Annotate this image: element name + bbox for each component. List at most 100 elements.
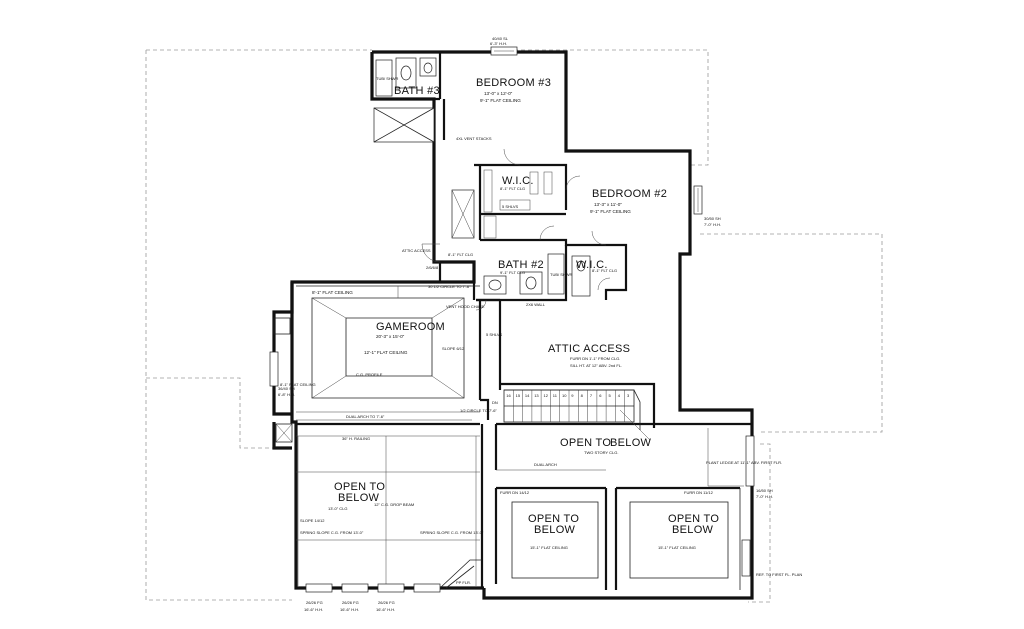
attic-access-note1: FURR DN 1'-1" FROM CLG. <box>570 356 620 361</box>
stair-number: 15 <box>516 393 521 398</box>
open-main-name: OPEN TO <box>560 437 611 449</box>
cg-drop-note: 12" C.G. DROP BEAM <box>374 502 414 507</box>
bath2-ceiling: 9'-1" FLT CLG <box>500 270 525 275</box>
interior-walls <box>296 52 752 590</box>
open-main-name2: BELOW <box>610 437 652 449</box>
wall-2x6-note: 2X6 WALL <box>526 302 546 307</box>
wic1-shelving <box>483 169 553 239</box>
stair-number: 3 <box>627 393 630 398</box>
open-left-name: OPEN TO <box>334 481 385 493</box>
stair-number: 4 <box>618 393 621 398</box>
spring-slope-note2: SPRING SLOPE C.G. FROM 13'-0" <box>420 530 484 535</box>
bath3-door: 2/6/6/8 <box>414 96 427 101</box>
bath3-name: BATH #3 <box>394 85 440 97</box>
gameroom-dims: 20'-3" x 15'-0" <box>376 334 405 339</box>
bottom-window-hh-2: 16'-6" H.H. <box>340 607 359 612</box>
spring-slope-note: SPRING SLOPE C.G. FROM 13'-0" <box>300 530 364 535</box>
open-left-name2: BELOW <box>338 492 380 504</box>
open-left-grid <box>296 435 482 589</box>
gameroom-profile: C.G. PROFILE <box>356 372 383 377</box>
bedroom2-ceiling: 9'-1" FLAT CEILING <box>590 209 631 214</box>
top-window-label: 40/40 SL <box>492 36 509 41</box>
stair-number: 11 <box>553 393 558 398</box>
roof-outline-dashed <box>145 49 883 603</box>
open-right-name2: BELOW <box>672 524 714 536</box>
wic1-shelves: 5 SHLVS <box>502 204 518 209</box>
right-window-hh: 7'-0" H.H. <box>704 222 721 227</box>
bedroom2-name: BEDROOM #2 <box>592 188 667 200</box>
bottom-window-hh-1: 16'-6" H.H. <box>304 607 323 612</box>
open-mid-ceiling: 15'-1" FLAT CEILING <box>530 545 568 550</box>
open-left-slope: SLOPE 14/12 <box>300 518 325 523</box>
top-window-hh: 6'-3" H.H. <box>490 41 507 46</box>
right-window2-hh: 7'-0" H.H. <box>756 494 773 499</box>
bath3-ceiling: 9'-1" FLT CLG <box>396 96 421 101</box>
bedroom3-name: BEDROOM #3 <box>476 77 551 89</box>
open-main-ceiling: TWO STORY CLG. <box>584 450 618 455</box>
staircase <box>503 389 651 441</box>
gameroom-vent: VENT HOOD CHASE <box>446 304 485 309</box>
open-mid-name: OPEN TO <box>528 513 579 525</box>
bath2-name: BATH #2 <box>498 259 544 271</box>
stair-number: 8 <box>581 393 584 398</box>
stair-number: 9 <box>571 393 574 398</box>
bedroom3-ceiling: 9'-1" FLAT CEILING <box>480 98 521 103</box>
bedroom3-dims: 13'-0" x 12'-0" <box>484 91 513 96</box>
stair-number: 10 <box>562 393 567 398</box>
dual-arch-note: DUAL ARCH <box>534 462 557 467</box>
plant-ledge-note: PLANT LEDGE AT 11'-1" ABV. FIRST FLR. <box>706 460 782 465</box>
right-window2-label: 16/50 SH <box>756 488 773 493</box>
open-left-ceiling: 13'-0" CLG <box>328 506 348 511</box>
stair-dn-label: DN <box>492 400 498 405</box>
bottom-window-1: 26/26 FG <box>306 600 323 605</box>
furr-dn-note2: FURR DN 11/12 <box>684 490 714 495</box>
open-right-name: OPEN TO <box>668 513 719 525</box>
attic-access-small: ATTIC ACCESS <box>402 248 431 253</box>
clg-8-note: 8'-1" FLT CLG <box>448 252 473 257</box>
pp-flr-note: PP FLR. <box>456 580 471 585</box>
wic1-ceiling: 8'-1" FLT CLG <box>500 186 525 191</box>
circle-note: 30 1/2 CIRCLE TO 7'-6" <box>428 284 471 289</box>
gameroom-ceiling: 12'-1" FLAT CEILING <box>364 350 408 355</box>
attic-access-note2: SILL HT. AT 12" ABV. 2nd FL. <box>570 363 622 368</box>
left-ceiling-note: 8'-1" FLAT CEILING <box>280 382 316 387</box>
vent-stacks-note: 4XL VENT STACKS <box>456 136 492 141</box>
bath2-fixtures <box>483 253 591 297</box>
stair-number: 6 <box>599 393 602 398</box>
furr-dn-note: FURR DN 14/12 <box>500 490 530 495</box>
door-swings <box>421 148 611 311</box>
gameroom-outer-ceiling: 8'-1" FLAT CEILING <box>312 290 353 295</box>
stair-number: 13 <box>534 393 539 398</box>
wic2-name: W.I.C. <box>576 259 608 271</box>
bath3-tub: TUB/ SHWR <box>376 76 399 81</box>
bottom-window-2: 26/26 FG <box>342 600 359 605</box>
bath2-tub: TUB/ SHWR <box>550 272 573 277</box>
gameroom-slope: SLOPE 6/12 <box>442 346 465 351</box>
open-right-ceiling: 15'-1" FLAT CEILING <box>658 545 696 550</box>
right-window-label: 30/50 SH <box>704 216 721 221</box>
open-boxes <box>496 428 744 590</box>
windows <box>269 46 755 593</box>
railing-note: 36" H. RAILING <box>342 436 370 441</box>
wic2-ceiling: 8'-1" FLT CLG <box>592 268 617 273</box>
gameroom-name: GAMEROOM <box>376 321 445 333</box>
left-window-hh: 6'-8" H.H. <box>278 392 295 397</box>
dual-arch-top: DUAL ARCH TO 7'-6" <box>346 414 385 419</box>
left-window-label: 36/40 SH <box>278 386 295 391</box>
bottom-window-3: 26/26 FG <box>378 600 395 605</box>
attic-door: 2/6/6/8 <box>426 265 439 270</box>
stair-number: 7 <box>590 393 593 398</box>
shelves-note: 5 SHLVS <box>486 332 502 337</box>
open-mid-name2: BELOW <box>534 524 576 536</box>
stair-number: 12 <box>544 393 549 398</box>
stair-number: 5 <box>609 393 612 398</box>
wic1-name: W.I.C. <box>502 175 534 187</box>
attic-access-name: ATTIC ACCESS <box>548 343 630 355</box>
stair-number: 14 <box>525 393 530 398</box>
arch-circle-note: 1/2 CIRCLE TO 7'-6" <box>460 408 498 413</box>
gameroom-ceiling <box>273 285 480 443</box>
bottom-window-hh-3: 16'-6" H.H. <box>376 607 395 612</box>
bath3-fixtures <box>373 57 475 239</box>
